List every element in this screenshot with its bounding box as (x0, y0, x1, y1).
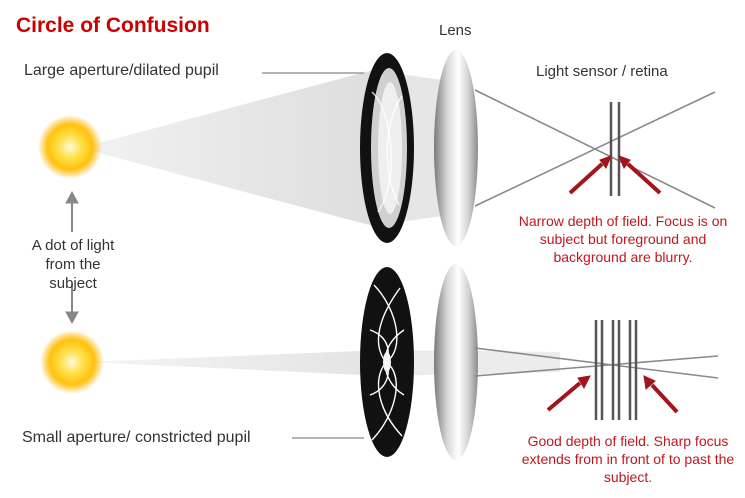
light-cone-top (80, 70, 373, 226)
sensor-plane-top (609, 102, 621, 196)
dot-of-light-label: A dot of light from the subject (31, 237, 115, 292)
light-rays-top (474, 89, 716, 209)
dot-of-light-arrows (65, 190, 79, 325)
large-aperture-label: Large aperture/dilated pupil (24, 62, 219, 79)
lens-label: Lens (439, 22, 472, 39)
light-sensor-label: Light sensor / retina (536, 63, 668, 80)
lens-bottom (434, 264, 478, 460)
light-cone-bottom (85, 350, 385, 376)
good-depth-note: Good depth of field. Sharp focus extends… (521, 433, 735, 485)
arrows-top (568, 155, 662, 195)
sun-top (38, 115, 102, 179)
aperture-large (360, 53, 414, 243)
small-aperture-label: Small aperture/ constricted pupil (22, 429, 251, 446)
diagram-title: Circle of Confusion (16, 14, 210, 37)
sun-bottom (40, 330, 104, 394)
leader-lines (262, 72, 364, 439)
aperture-small (360, 267, 414, 457)
narrow-depth-note: Narrow depth of field. Focus is on subje… (518, 213, 728, 265)
arrows-bottom (546, 375, 679, 414)
sensor-plane-bottom (594, 320, 638, 420)
lens-top (434, 50, 478, 246)
